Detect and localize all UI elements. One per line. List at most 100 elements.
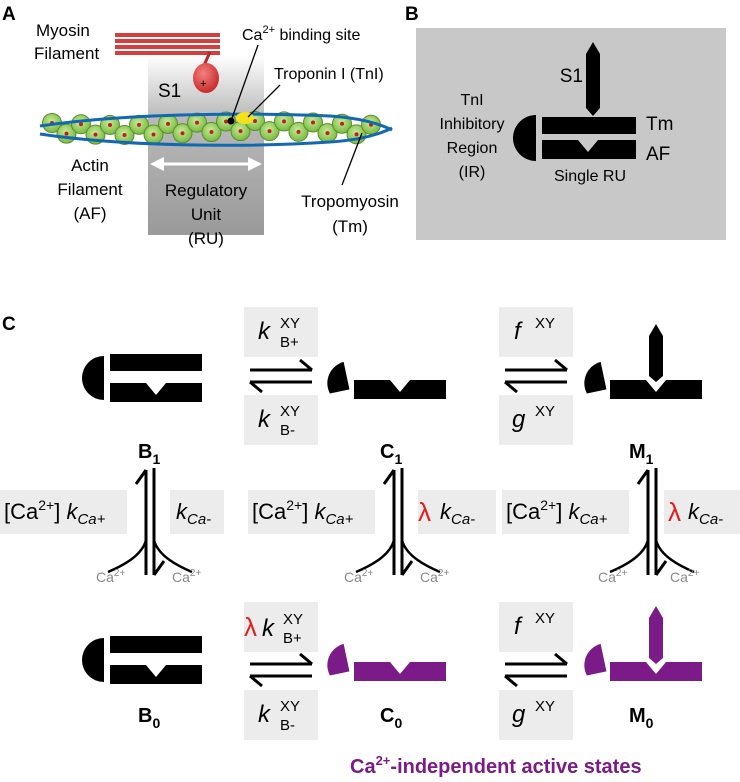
rate-kbplus-1: k [258,318,272,345]
ru-label-1: Regulatory [165,181,248,200]
rate-g-1: g [512,406,526,433]
ca-ion-label-5: Ca2+ [670,568,699,585]
lambda-kbplus-0: λ [244,612,257,642]
actin-bead-dot [224,119,228,124]
af-b0 [110,665,202,684]
state-label-m1: M1 [629,441,654,467]
rate-ca-minus-left: kCa- [176,499,211,528]
troponin-leader [247,84,281,118]
troponin-label: Troponin I (TnI) [274,66,384,83]
s1-plus-mark: + [200,78,206,90]
state-label-c1: C1 [380,441,402,467]
rate-kbplus-1-sup: XY [280,315,300,332]
ru-label-3: (RU) [188,229,224,248]
myosin-label-1: Myosin [36,21,90,40]
actin-bead-dot [238,129,243,134]
actin-bead-dot [122,132,127,137]
state-label-b1: B1 [138,441,160,467]
rate-f-1: f [514,318,523,345]
actin-bead-dot [325,131,330,136]
ca-ion-label-1: Ca2+ [172,568,201,585]
ca-site-label: Ca2+ binding site [242,24,360,44]
actin-bead-dot [108,122,112,127]
footer-caption: Ca2+-independent active states [350,753,642,778]
rate-kbplus-0-sup: XY [283,611,303,628]
state-label-b0: B0 [138,705,160,731]
actin-bead-dot [311,120,315,125]
actin-bead-dot [267,129,272,134]
ir-m1 [584,361,607,394]
actin-bead-dot [79,122,83,127]
ir-b1 [82,356,104,400]
tni-label-2: Inhibitory [440,116,505,133]
rate-f-0: f [514,613,523,640]
tm-label-1: Tropomyosin [301,192,399,211]
panel-b-letter: B [405,4,419,25]
rate-kbplus-0: k [262,615,276,642]
s1-m0 [649,606,663,664]
actin-label-1: Actin [71,156,109,175]
rate-boxes [0,307,740,740]
rate-kbminus-0-sup: XY [280,698,300,715]
ru-label-2: Unit [191,205,222,224]
tm-b1 [110,354,202,371]
tm-label-b: Tm [646,114,673,135]
af-c1 [354,380,446,399]
rate-ca-minus-mid: kCa- [440,499,475,528]
lambda-ca-mid: λ [418,497,431,527]
state-label-c0: C0 [380,705,402,731]
actin-bead-dot [209,129,214,134]
actin-bead-dot [340,121,344,126]
actin-label-2: Filament [57,180,122,199]
state-label-m0: M0 [629,705,654,731]
tni-label-1: TnI [460,92,483,109]
rate-kbplus-0-sub: B+ [283,630,302,647]
rate-g-1-sup: XY [535,403,555,420]
actin-filament [42,111,381,145]
s1-head [193,63,219,93]
panel-a-letter: A [2,4,16,25]
ca-ion-label-0: Ca2+ [96,568,125,585]
af-c0 [354,662,446,681]
lambda-ca-right: λ [668,497,681,527]
tm-label-2: (Tm) [332,217,368,236]
actin-bead-dot [282,119,286,124]
rate-g-0: g [512,701,526,728]
rate-kbminus-1-sub: B- [280,422,295,439]
rate-kbminus-1: k [258,406,272,433]
panel-c-letter: C [2,314,16,335]
rate-kbminus-0: k [258,701,272,728]
myosin-label-2: Filament [34,44,99,63]
actin-bead-dot [296,129,301,134]
actin-label-3: (AF) [73,204,106,223]
ca-ion-label-2: Ca2+ [344,568,373,585]
tropomyosin-strand-top [39,112,393,132]
af-m1 [610,380,702,399]
ir-b0 [82,638,104,682]
rate-kbminus-1-sup: XY [280,403,300,420]
rate-f-0-sup: XY [535,610,555,627]
tm-b0 [110,636,202,653]
state-glyphs [82,324,702,684]
ir-c0 [327,643,350,676]
s1-label-b: S1 [560,66,583,87]
ca-ion-label-4: Ca2+ [598,568,627,585]
rate-g-0-sup: XY [535,698,555,715]
actin-bead-dot [64,131,69,136]
rate-kbminus-0-sub: B- [280,717,295,734]
actin-bead-dot [195,120,199,125]
ru-span-arrow [150,157,262,171]
rate-ca-plus-right: [Ca2+] kCa+ [506,497,608,528]
rate-ca-plus-left: [Ca2+] kCa+ [4,497,106,528]
tni-label-3: Region [447,140,498,157]
rate-kbplus-1-sub: B+ [280,334,299,351]
actin-bead-dot [93,132,98,137]
single-ru-label: Single RU [554,168,626,185]
s1-label-a: S1 [158,81,181,102]
af-b1 [110,383,202,402]
tm-bar [542,117,636,134]
actin-bead-dot [354,132,359,137]
ca-site-leader [230,44,259,122]
ir-c1 [327,361,350,394]
